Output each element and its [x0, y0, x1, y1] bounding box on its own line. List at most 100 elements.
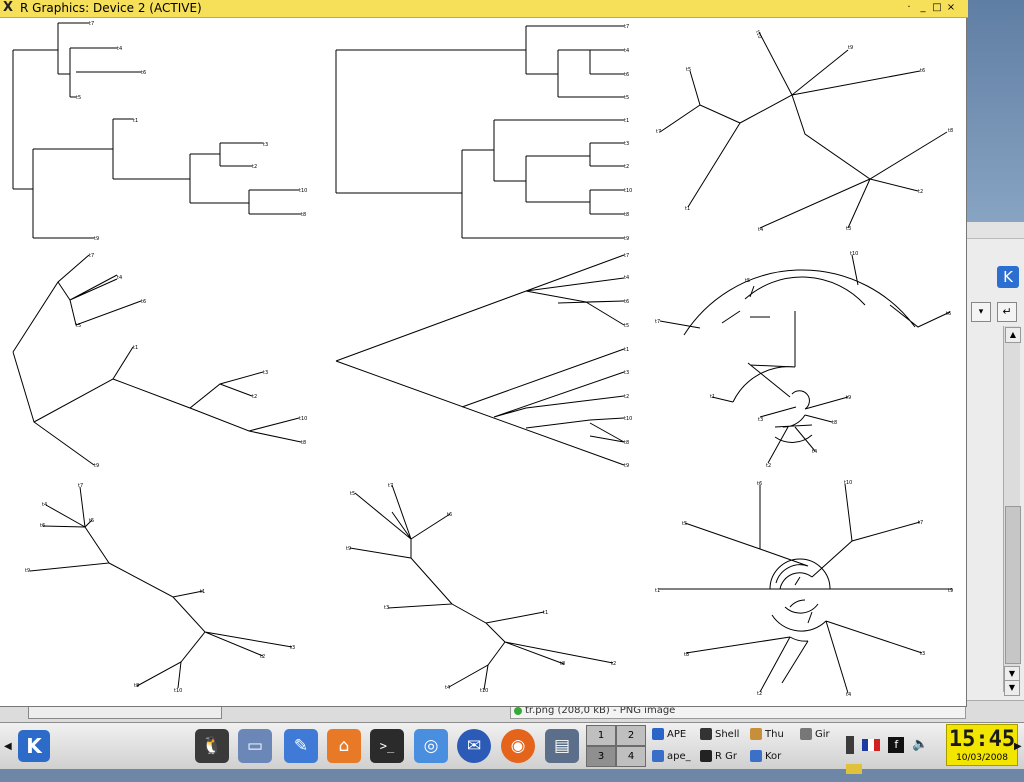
- svg-text:t8: t8: [301, 440, 306, 446]
- editor-launcher-icon[interactable]: ✎: [284, 729, 318, 763]
- k-menu-button[interactable]: K: [18, 730, 50, 762]
- x-icon: [700, 750, 712, 762]
- battery-icon[interactable]: [846, 736, 854, 754]
- sticky-icon[interactable]: ·: [907, 2, 911, 13]
- background-window[interactable]: K ▾ ↵ ▲ ▼ ▼: [960, 222, 1024, 700]
- desktop-2-button[interactable]: 2: [616, 725, 646, 746]
- firefox-launcher-icon[interactable]: ◉: [501, 729, 535, 763]
- office-launcher-icon[interactable]: ▤: [545, 729, 579, 763]
- task-konqueror[interactable]: Kor: [750, 748, 796, 766]
- svg-text:t7: t7: [78, 483, 83, 489]
- svg-text:t4: t4: [812, 449, 817, 455]
- plot-phylogram-2: [12, 254, 302, 466]
- task-gimp[interactable]: Gir: [800, 726, 844, 744]
- task-ape[interactable]: APE: [652, 726, 698, 744]
- svg-text:t2: t2: [766, 463, 771, 469]
- svg-text:t5: t5: [686, 67, 691, 73]
- go-button-icon[interactable]: ↵: [997, 302, 1017, 322]
- pencil-icon: [652, 750, 664, 762]
- close-button[interactable]: ×: [946, 2, 956, 13]
- svg-text:t1: t1: [133, 345, 138, 351]
- speaker-icon[interactable]: 🔈: [912, 737, 929, 752]
- r-graphics-window[interactable]: X R Graphics: Device 2 (ACTIVE) · _ □ ×: [0, 0, 968, 707]
- terminal-launcher-icon[interactable]: >_: [370, 729, 404, 763]
- panel-hide-left-icon[interactable]: ◀: [4, 741, 12, 752]
- scrollbar-thumb[interactable]: [1005, 506, 1021, 664]
- svg-text:t10: t10: [299, 416, 307, 422]
- svg-text:t4: t4: [42, 502, 47, 508]
- desktop-pager[interactable]: 1 2 3 4: [586, 725, 646, 767]
- svg-text:t5: t5: [76, 323, 81, 329]
- task-ape-2[interactable]: ape_: [652, 748, 698, 766]
- plot-canvas: t7 t4 t6 t5 t1 t3 t2 t10 t8 t9 t7 t4 t6 t5 t1 t3 t2 t10 t…: [12, 21, 953, 698]
- network-launcher-icon[interactable]: ◎: [414, 729, 448, 763]
- vertical-scrollbar[interactable]: ▲: [1003, 326, 1021, 692]
- thunderbird-launcher-icon[interactable]: ✉: [457, 729, 491, 763]
- svg-text:t8: t8: [560, 661, 565, 667]
- svg-text:t7: t7: [624, 253, 629, 259]
- flag-icon[interactable]: [862, 739, 881, 751]
- svg-text:t1: t1: [624, 347, 629, 353]
- font-icon[interactable]: f: [888, 737, 905, 753]
- svg-text:t3: t3: [846, 226, 851, 232]
- keyring-icon[interactable]: [846, 764, 862, 774]
- desktop-3-button[interactable]: 3: [586, 746, 616, 767]
- mail-icon: [750, 728, 762, 740]
- svg-text:t3: t3: [920, 651, 925, 657]
- svg-text:t8: t8: [624, 440, 629, 446]
- desktop-4-button[interactable]: 4: [616, 746, 646, 767]
- svg-text:t6: t6: [757, 481, 762, 487]
- svg-text:t10: t10: [480, 688, 488, 694]
- svg-text:t1: t1: [133, 118, 138, 124]
- window-title: R Graphics: Device 2 (ACTIVE): [20, 1, 202, 15]
- plot-cladogram-triangular: [335, 254, 625, 466]
- svg-text:t3: t3: [758, 417, 763, 423]
- plot-radial: [659, 483, 952, 694]
- window-titlebar[interactable]: X R Graphics: Device 2 (ACTIVE) · _ □ ×: [0, 0, 968, 18]
- svg-text:t2: t2: [624, 394, 629, 400]
- svg-text:t5: t5: [682, 521, 687, 527]
- svg-text:t7: t7: [89, 253, 94, 259]
- svg-text:t6: t6: [141, 70, 146, 76]
- svg-text:t9: t9: [948, 588, 953, 594]
- task-r-graphics-label: R Gr: [715, 751, 737, 762]
- maximize-button[interactable]: □: [932, 2, 942, 13]
- scroll-up-icon[interactable]: ▲: [1005, 327, 1021, 343]
- panel-hide-right-icon[interactable]: ▶: [1014, 741, 1022, 752]
- minimize-button[interactable]: _: [920, 2, 926, 13]
- svg-text:t9: t9: [25, 568, 30, 574]
- task-r-graphics[interactable]: R Gr: [700, 748, 748, 766]
- location-combo-arrow-icon[interactable]: ▾: [971, 302, 991, 322]
- task-shell[interactable]: Shell: [700, 726, 748, 744]
- window-list-launcher-icon[interactable]: ▭: [238, 729, 272, 763]
- svg-text:t2: t2: [624, 164, 629, 170]
- svg-text:t4: t4: [445, 685, 450, 691]
- tux-launcher-icon[interactable]: 🐧: [195, 729, 229, 763]
- svg-text:t1: t1: [710, 394, 715, 400]
- svg-text:t5: t5: [624, 95, 629, 101]
- background-window-titlebar[interactable]: [961, 222, 1024, 239]
- task-ape-2-label: ape_: [667, 751, 691, 762]
- home-launcher-icon[interactable]: ⌂: [327, 729, 361, 763]
- desktop-1-button[interactable]: 1: [586, 725, 616, 746]
- svg-text:t9: t9: [624, 463, 629, 469]
- svg-text:t4: t4: [758, 227, 763, 233]
- svg-text:t7: t7: [656, 129, 661, 135]
- folder-icon: [750, 750, 762, 762]
- clock[interactable]: 15:45 10/03/2008: [946, 724, 1018, 766]
- svg-text:t2: t2: [252, 394, 257, 400]
- svg-text:t3: t3: [624, 141, 629, 147]
- svg-text:t1: t1: [655, 588, 660, 594]
- svg-text:t9: t9: [94, 236, 99, 242]
- task-shell-label: Shell: [715, 729, 740, 740]
- task-thunderbird-label: Thu: [765, 729, 784, 740]
- svg-text:t8: t8: [624, 212, 629, 218]
- svg-text:t2: t2: [611, 661, 616, 667]
- svg-text:t7: t7: [89, 21, 94, 27]
- scroll-down-2-icon[interactable]: ▼: [1004, 680, 1020, 696]
- x-app-icon[interactable]: X: [3, 0, 14, 15]
- svg-text:t7: t7: [655, 319, 660, 325]
- task-thunderbird[interactable]: Thu: [750, 726, 796, 744]
- svg-text:t8: t8: [684, 652, 689, 658]
- svg-text:t4: t4: [624, 275, 629, 281]
